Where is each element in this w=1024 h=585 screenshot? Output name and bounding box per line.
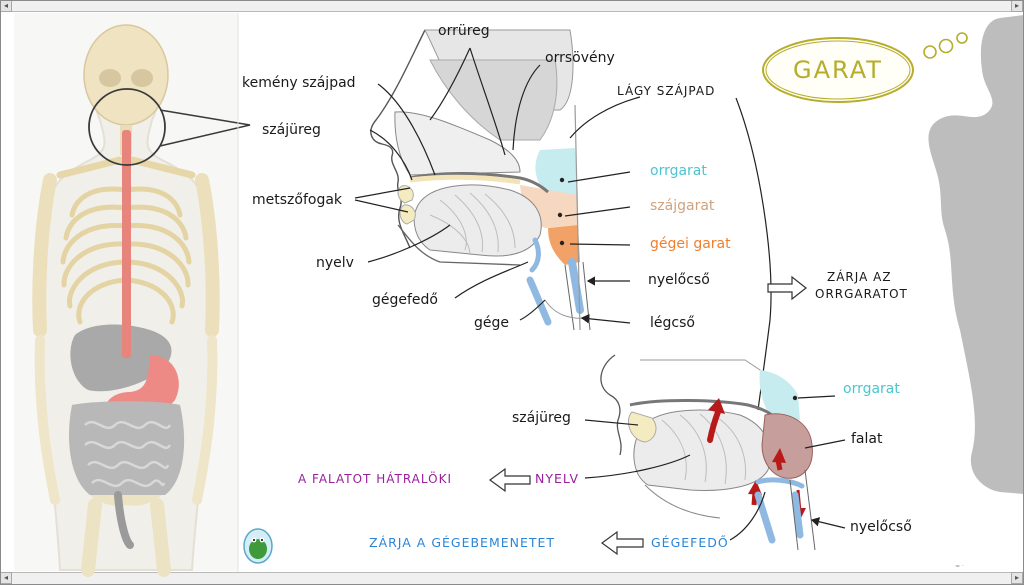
label-kemeny-szajpad: kemény szájpad — [242, 75, 356, 91]
label-nyelv-lower: NYELV — [535, 471, 580, 486]
label-closes-line1: ZÁRJA AZ — [827, 270, 892, 284]
lower-head-section — [600, 354, 816, 551]
ribcage — [60, 186, 192, 325]
esophagus — [122, 130, 131, 358]
label-orrgarat-lower: orrgarat — [843, 381, 900, 397]
page-title: GARAT — [793, 56, 883, 84]
left-arm — [32, 173, 57, 337]
label-closes-larynx: ZÁRJA A GÉGEBEMENETET — [369, 535, 556, 550]
nasopharynx-region — [535, 148, 578, 195]
frog-logo-icon — [243, 528, 273, 564]
stomach — [106, 355, 179, 417]
label-orrgarat: orrgarat — [650, 163, 707, 179]
thought-bubble — [762, 32, 968, 103]
arrow-left-closes-larynx-icon — [600, 530, 644, 556]
zoom-callout — [159, 109, 251, 147]
arrow-right-closes-icon — [767, 275, 807, 301]
label-nyelv: nyelv — [316, 255, 354, 271]
label-falat: falat — [851, 431, 883, 447]
scroll-right-arrow-bottom-icon[interactable]: ▸ — [1011, 572, 1023, 584]
label-lagy-szajpad: LÁGY SZÁJPAD — [617, 84, 716, 98]
label-pushes-bolus: A FALATOT HÁTRALÖKI — [298, 472, 452, 486]
eye-socket-left — [99, 69, 121, 87]
label-gegei-garat: gégei garat — [650, 236, 731, 252]
label-metszofogak: metszőfogak — [252, 192, 343, 208]
liver — [70, 324, 172, 392]
label-orrureg: orrüreg — [438, 23, 490, 39]
eye-socket-right — [131, 69, 153, 87]
upper-head-section — [370, 29, 591, 331]
right-arm — [195, 173, 220, 337]
label-gegefedo: gégefedő — [372, 292, 438, 308]
label-closes-line2: ORRGARATOT — [815, 287, 908, 301]
label-gegefedo-lower: GÉGEFEDŐ — [651, 535, 729, 550]
label-szajureg-lower: szájüreg — [512, 410, 571, 426]
label-nyelocso-lower: nyelőcső — [850, 519, 912, 535]
arrow-left-pushes-icon — [488, 467, 531, 493]
body-illustration — [14, 13, 273, 577]
lower-leader-lines — [584, 395, 846, 541]
label-gege: gége — [474, 315, 509, 331]
intestines — [69, 401, 185, 549]
scroll-right-arrow-icon[interactable]: ▸ — [1011, 0, 1023, 12]
laryngopharynx-region — [548, 225, 580, 265]
bolus — [761, 413, 813, 479]
zoom-circle — [88, 88, 166, 166]
skull — [83, 24, 169, 126]
label-orrsoveny: orrsövény — [545, 50, 615, 66]
label-szajgarat: szájgarat — [650, 198, 715, 214]
label-szajureg: szájüreg — [262, 122, 321, 138]
label-nyelocso: nyelőcső — [648, 272, 710, 288]
head-silhouette — [928, 15, 1024, 494]
label-legcso: légcső — [650, 315, 695, 331]
svg-text:≈ ·: ≈ · — [955, 563, 964, 570]
